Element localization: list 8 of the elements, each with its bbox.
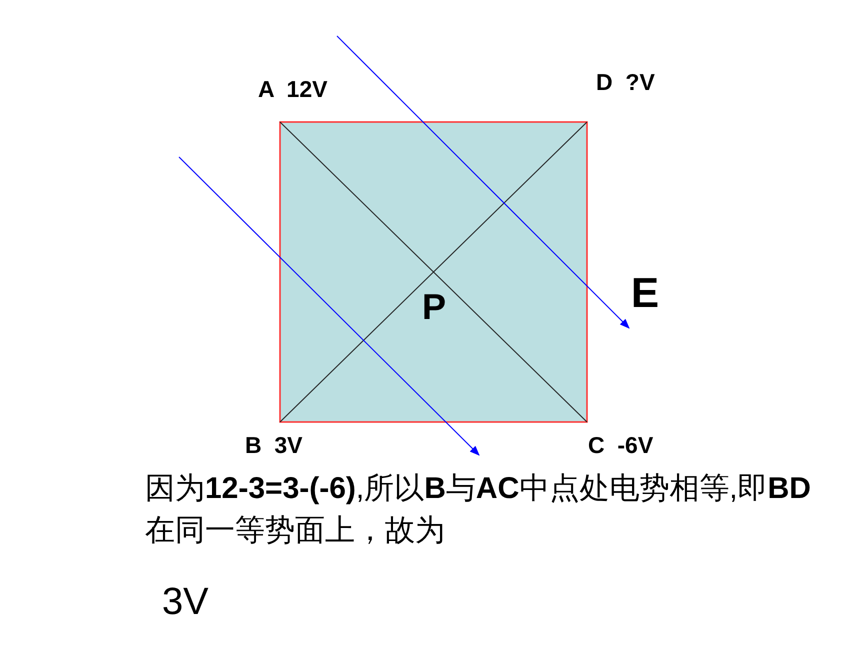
answer-text: 3V (162, 582, 208, 624)
vertex-label: A 12V (258, 77, 328, 102)
vertex-label: B 3V (245, 433, 303, 458)
field-label: E (631, 270, 660, 316)
vertex-label: C -6V (588, 433, 654, 458)
explanation-text: 因为12-3=3-(-6),所以B与AC中点处电势相等,即BD在同一等势面上，故为 (145, 471, 812, 549)
vertex-label: D ?V (596, 70, 655, 96)
point-label: P (422, 287, 446, 327)
